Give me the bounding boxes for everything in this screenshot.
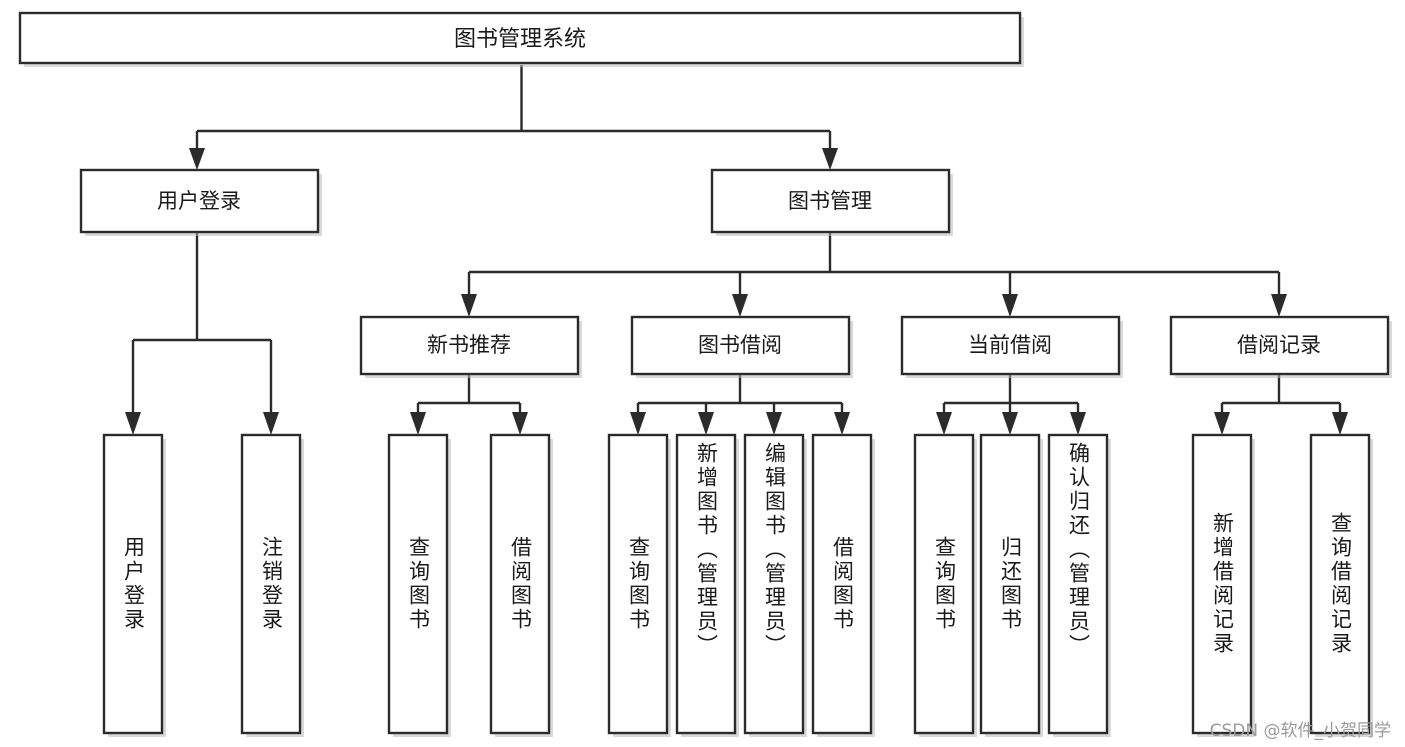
leaf-box-user-login-0[interactable] xyxy=(102,433,164,735)
borrow-record-box xyxy=(1169,315,1390,376)
current-borrow-box xyxy=(900,315,1121,376)
borrow-record-label: 借阅记录 xyxy=(1237,333,1321,357)
leaf-box-new-book-0[interactable] xyxy=(387,433,449,735)
leaf-box-borrow-record-1[interactable] xyxy=(1309,433,1371,735)
arrow-borrowrecord xyxy=(1271,294,1287,317)
leaf-box-current-borrow-2[interactable] xyxy=(1047,433,1109,735)
leaf-box-current-borrow-0[interactable] xyxy=(913,433,975,735)
arrow-leaf-borrow-record-0 xyxy=(1214,412,1230,435)
arrow-leaf-book-borrow-2 xyxy=(766,412,782,435)
arrow-newbook xyxy=(461,294,477,317)
node-book-manage[interactable]: 图书管理 xyxy=(710,168,953,236)
current-borrow-label: 当前借阅 xyxy=(968,333,1052,357)
new-book-box xyxy=(359,315,580,376)
arrow-leaf-user-login-0 xyxy=(125,412,141,435)
leaf-box-current-borrow-1[interactable] xyxy=(979,433,1041,735)
leaf-box-user-login-1[interactable] xyxy=(240,433,302,735)
node-new-book[interactable]: 新书推荐 xyxy=(359,315,582,378)
book-borrow-label: 图书借阅 xyxy=(698,333,782,357)
book-borrow-box xyxy=(630,315,851,376)
node-root[interactable]: 图书管理系统 xyxy=(18,11,1024,67)
arrow-leaf-current-borrow-2 xyxy=(1070,412,1086,435)
arrow-leaf-borrow-record-1 xyxy=(1332,412,1348,435)
leaf-box-book-borrow-2[interactable] xyxy=(743,433,805,735)
node-current-borrow[interactable]: 当前借阅 xyxy=(900,315,1123,378)
arrow-leaf-current-borrow-1 xyxy=(1002,412,1018,435)
arrow-leaf-book-borrow-3 xyxy=(834,412,850,435)
node-user-login[interactable]: 用户登录 xyxy=(79,168,322,236)
arrow-leaf-user-login-1 xyxy=(263,412,279,435)
edges-group xyxy=(125,65,1348,435)
user-login-box xyxy=(79,168,320,234)
leaf-box-new-book-1[interactable] xyxy=(489,433,551,735)
arrow-user-login xyxy=(189,148,205,170)
leaf-box-book-borrow-0[interactable] xyxy=(607,433,669,735)
leaf-boxes-group xyxy=(102,433,1373,737)
arrow-leaf-current-borrow-0 xyxy=(936,412,952,435)
root-box xyxy=(18,11,1022,65)
arrow-bookborrow xyxy=(732,294,748,317)
node-borrow-record[interactable]: 借阅记录 xyxy=(1169,315,1392,378)
csdn-watermark: CSDN @软件_小贺同学 xyxy=(1209,721,1391,741)
arrow-leaf-book-borrow-1 xyxy=(698,412,714,435)
arrow-book-manage xyxy=(822,148,838,170)
root-label: 图书管理系统 xyxy=(454,27,586,52)
nodes-group: 图书管理系统 用户登录 图书管理 新书推荐 xyxy=(18,11,1392,737)
user-login-label: 用户登录 xyxy=(157,189,241,213)
leaf-box-borrow-record-0[interactable] xyxy=(1191,433,1253,735)
arrow-currentborrow xyxy=(1002,294,1018,317)
leaf-box-book-borrow-1[interactable] xyxy=(675,433,737,735)
arrow-leaf-book-borrow-0 xyxy=(630,412,646,435)
leaf-box-book-borrow-3[interactable] xyxy=(811,433,873,735)
arrow-leaf-new-book-0 xyxy=(410,412,426,435)
book-manage-label: 图书管理 xyxy=(788,189,872,213)
node-book-borrow[interactable]: 图书借阅 xyxy=(630,315,853,378)
arrow-leaf-new-book-1 xyxy=(512,412,528,435)
book-manage-box xyxy=(710,168,951,234)
new-book-label: 新书推荐 xyxy=(427,333,511,357)
